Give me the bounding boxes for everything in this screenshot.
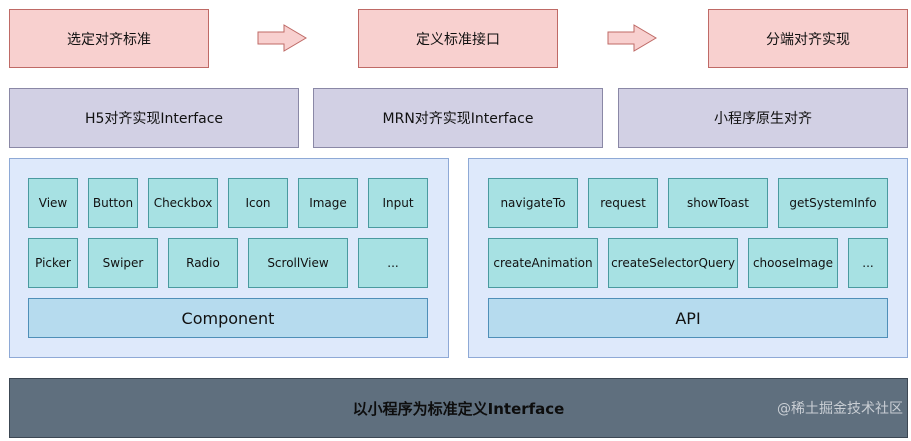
impl-mrn: MRN对齐实现Interface — [313, 88, 603, 148]
arrow-right-icon — [257, 24, 307, 52]
api-request: request — [588, 178, 658, 228]
api-label-bar: API — [488, 298, 888, 338]
component-icon: Icon — [228, 178, 288, 228]
step-platform-implementation: 分端对齐实现 — [708, 9, 908, 68]
impl-miniprogram: 小程序原生对齐 — [618, 88, 908, 148]
component-checkbox: Checkbox — [148, 178, 218, 228]
api-navigateto: navigateTo — [488, 178, 578, 228]
api-showtoast: showToast — [668, 178, 768, 228]
component-more: ... — [358, 238, 428, 288]
component-scrollview: ScrollView — [248, 238, 348, 288]
component-label-bar: Component — [28, 298, 428, 338]
step-select-standard: 选定对齐标准 — [9, 9, 209, 68]
footer-interface-standard: 以小程序为标准定义Interface — [9, 378, 908, 438]
api-chooseimage: chooseImage — [748, 238, 838, 288]
api-createselectorquery: createSelectorQuery — [608, 238, 738, 288]
component-button: Button — [88, 178, 138, 228]
component-picker: Picker — [28, 238, 78, 288]
api-getsysteminfo: getSystemInfo — [778, 178, 888, 228]
watermark: @稀土掘金技术社区 — [777, 401, 903, 417]
component-swiper: Swiper — [88, 238, 158, 288]
api-createanimation: createAnimation — [488, 238, 598, 288]
arrow-right-icon — [607, 24, 657, 52]
step-define-interface: 定义标准接口 — [358, 9, 558, 68]
component-radio: Radio — [168, 238, 238, 288]
api-more: ... — [848, 238, 888, 288]
component-view: View — [28, 178, 78, 228]
component-input: Input — [368, 178, 428, 228]
component-image: Image — [298, 178, 358, 228]
impl-h5: H5对齐实现Interface — [9, 88, 299, 148]
